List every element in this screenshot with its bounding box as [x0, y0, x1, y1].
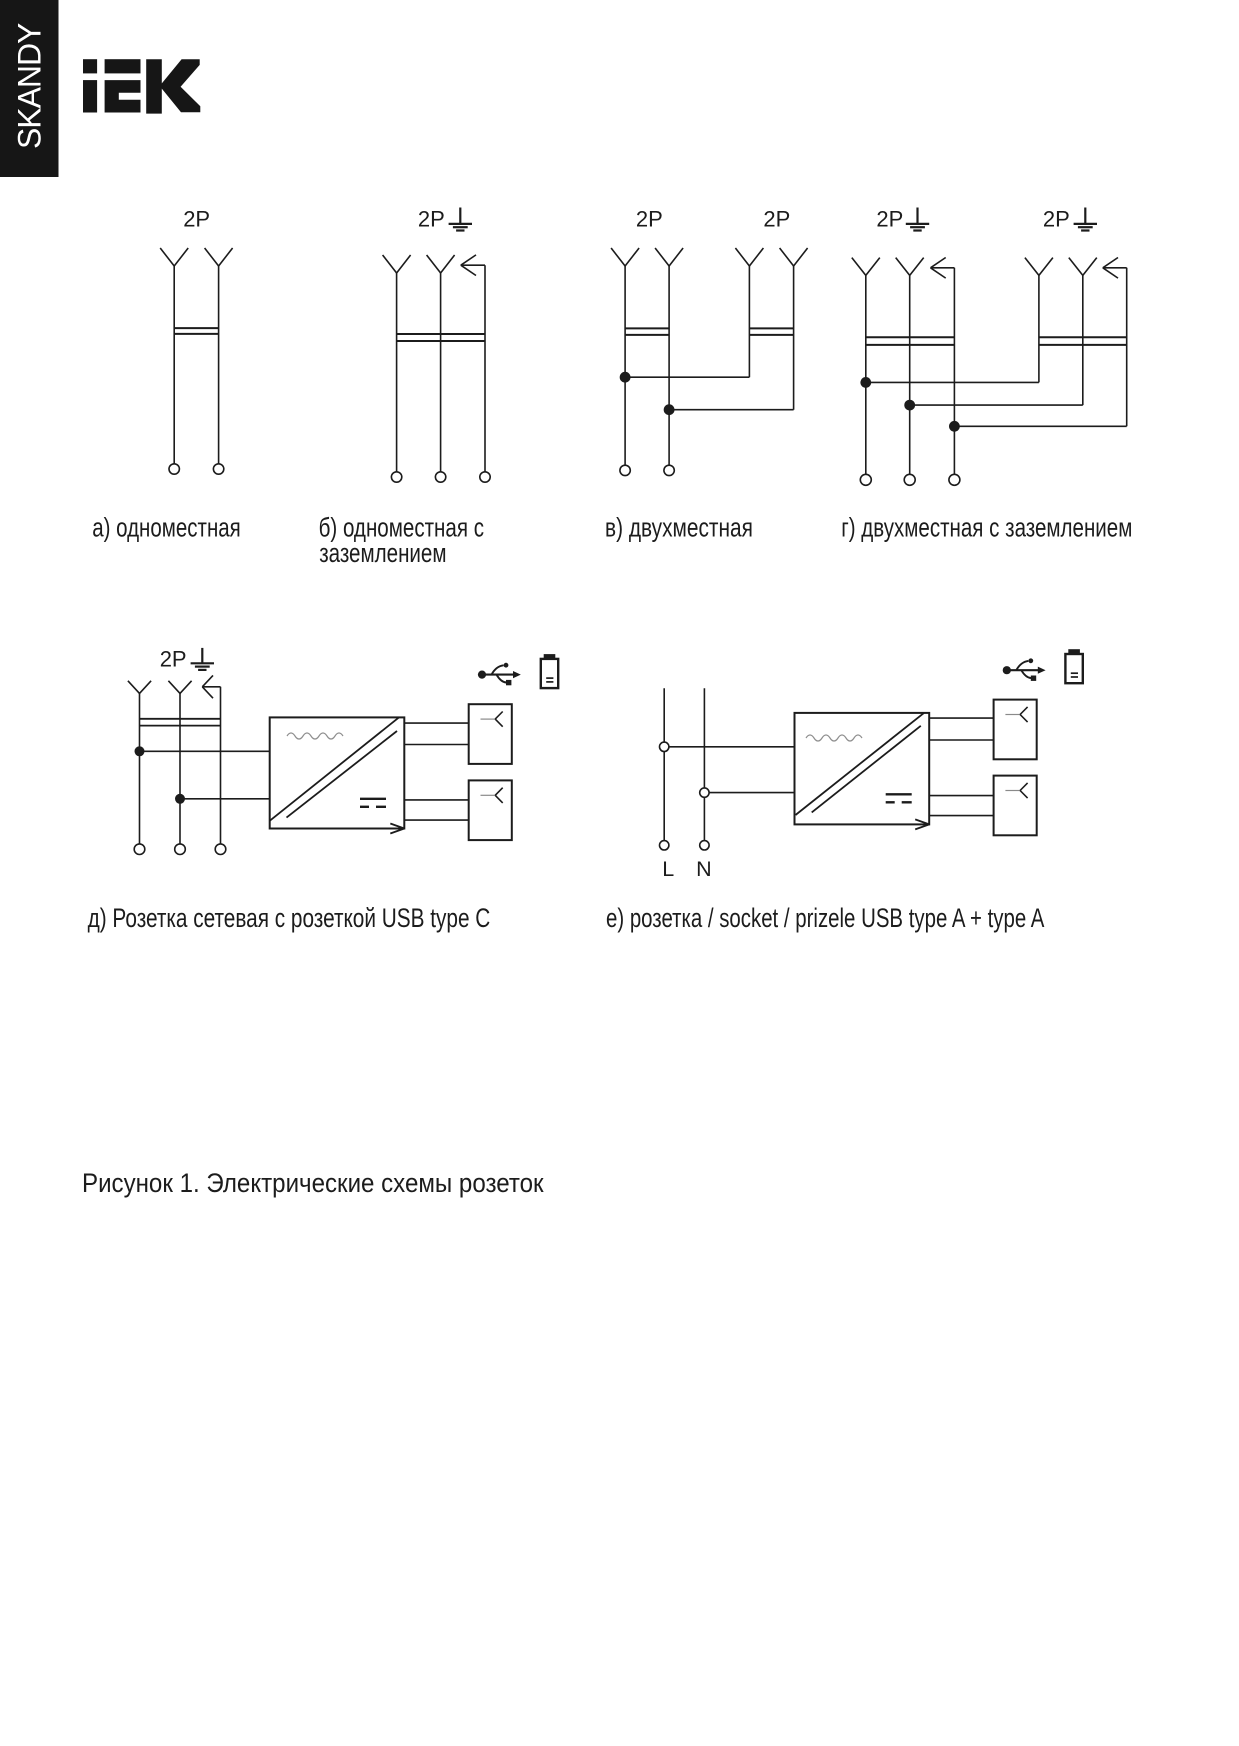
svg-text:2P: 2P [1043, 206, 1070, 231]
svg-text:д) Розетка сетевая с розеткой: д) Розетка сетевая с розеткой USB type C [88, 904, 491, 934]
svg-text:б) одноместная с: б) одноместная с [319, 513, 484, 543]
svg-text:Рисунок 1. Электрические схемы: Рисунок 1. Электрические схемы розеток [82, 1169, 544, 1198]
svg-text:заземлением: заземлением [319, 538, 446, 568]
svg-text:L: L [662, 857, 674, 881]
svg-text:г) двухместная с заземлением: г) двухместная с заземлением [841, 513, 1132, 543]
svg-text:2P: 2P [418, 206, 445, 231]
svg-text:N: N [696, 857, 712, 881]
svg-text:а) одноместная: а) одноместная [92, 513, 241, 543]
svg-text:SKANDY: SKANDY [12, 23, 48, 149]
svg-text:2P: 2P [160, 647, 187, 672]
svg-text:2P: 2P [636, 206, 663, 231]
svg-text:2P: 2P [876, 206, 903, 231]
svg-text:2P: 2P [763, 206, 790, 231]
svg-text:2P: 2P [183, 206, 210, 231]
svg-text:е) розетка / socket / prizele: е) розетка / socket / prizele USB type A… [606, 905, 1045, 934]
svg-text:в) двухместная: в) двухместная [605, 513, 753, 543]
